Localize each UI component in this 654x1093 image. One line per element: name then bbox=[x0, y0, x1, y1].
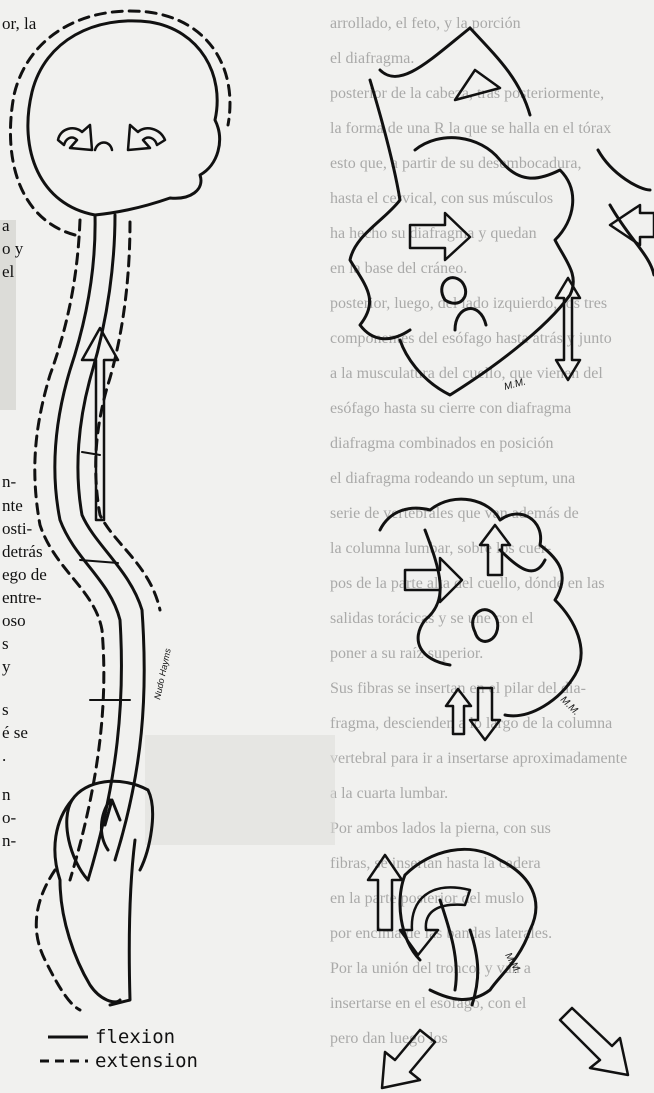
top-arc-arrow bbox=[380, 28, 530, 115]
upper-vertebra bbox=[350, 80, 654, 395]
skull-rotation-arrows bbox=[58, 125, 165, 150]
middle-vertebra bbox=[380, 499, 581, 716]
arrow-up-small-2 bbox=[446, 689, 471, 734]
pelvis-outline bbox=[36, 781, 152, 1010]
left-arrow bbox=[610, 205, 654, 245]
down-arrow bbox=[470, 688, 500, 740]
right-arrow bbox=[405, 558, 462, 602]
curved-arrow bbox=[400, 887, 470, 955]
spine-outline bbox=[35, 215, 160, 880]
mm-label: M.M. bbox=[503, 377, 527, 393]
up-arrow-small bbox=[480, 525, 510, 575]
legend-extension: extension bbox=[95, 1050, 198, 1072]
skull-outline bbox=[10, 11, 230, 235]
vertical-double-arrow bbox=[556, 278, 580, 380]
diagonal-arrow bbox=[560, 1008, 628, 1075]
right-arrow bbox=[410, 213, 470, 260]
curve-label: Nudo Hayms bbox=[152, 647, 173, 700]
left-down-arrow bbox=[382, 1030, 435, 1088]
legend: flexion extension bbox=[40, 1026, 198, 1072]
up-arrow-lower bbox=[368, 855, 402, 930]
lower-vertebra bbox=[400, 849, 536, 1005]
legend-flexion: flexion bbox=[95, 1026, 175, 1048]
mm-label: M.M. bbox=[558, 694, 581, 717]
